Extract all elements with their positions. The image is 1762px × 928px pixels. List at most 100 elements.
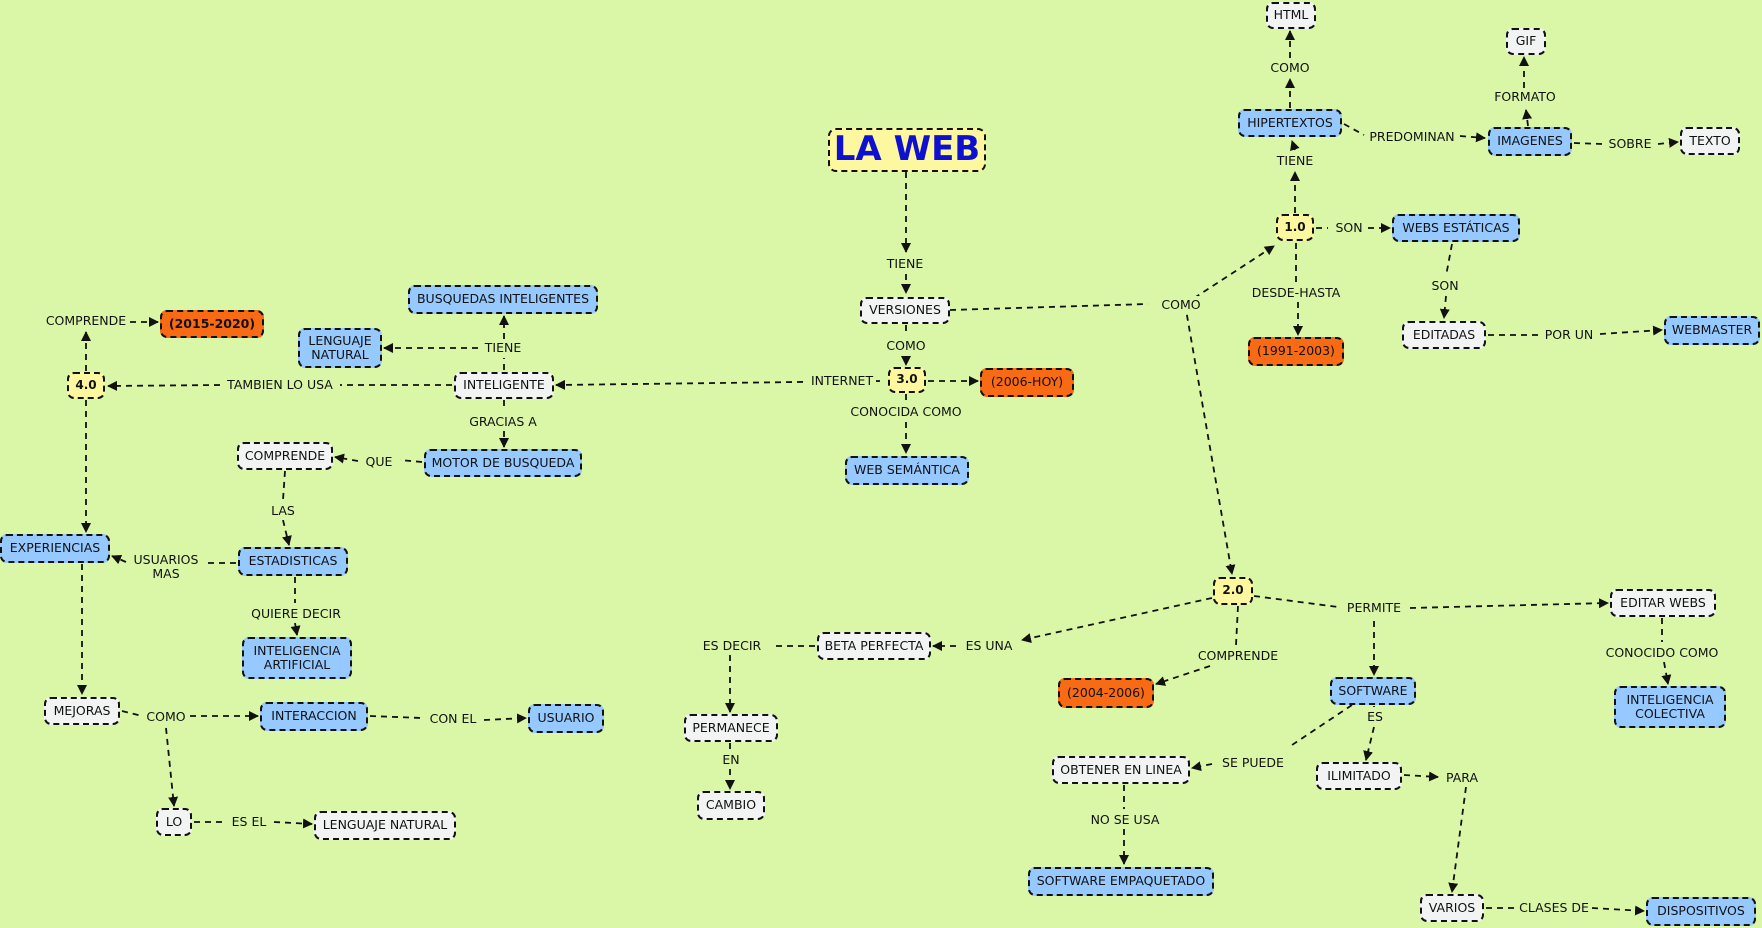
concept-editadas[interactable]: EDITADAS xyxy=(1402,321,1486,349)
label-por-un: POR UN xyxy=(1540,326,1598,344)
concept-dispositivos[interactable]: DISPOSITIVOS xyxy=(1646,897,1756,926)
connector-line xyxy=(1235,605,1239,646)
connector-line xyxy=(290,622,301,636)
connector-line xyxy=(1403,771,1439,782)
label-internet: INTERNET xyxy=(808,372,876,390)
label-son: SON xyxy=(1330,219,1368,237)
label-sobre: SOBRE xyxy=(1604,135,1656,153)
concept-lo[interactable]: LO xyxy=(156,808,192,836)
label-es-el: ES EL xyxy=(226,813,272,831)
connector-line xyxy=(1184,303,1236,575)
connector-line xyxy=(949,303,1149,311)
concept-obtener-en-linea[interactable]: OBTENER EN LINEA xyxy=(1052,756,1190,784)
connector-line xyxy=(399,459,423,463)
connector-line xyxy=(1522,109,1533,127)
concept-ilimitado[interactable]: ILIMITADO xyxy=(1316,762,1402,790)
concept-year-2015-2020[interactable]: (2015-2020) xyxy=(160,310,264,338)
concept-motor-de-busqueda[interactable]: MOTOR DE BUSQUEDA xyxy=(424,449,582,477)
concept-version-3-0[interactable]: 3.0 xyxy=(888,367,926,393)
concept-hipertextos[interactable]: HIPERTEXTOS xyxy=(1238,109,1342,137)
concept-webmaster[interactable]: WEBMASTER xyxy=(1664,316,1760,345)
label-como-html: COMO xyxy=(1268,59,1312,77)
connector-line xyxy=(1661,661,1672,685)
label-conocido-como: CONOCIDO COMO xyxy=(1600,644,1724,662)
concept-year-2006-hoy[interactable]: (2006-HOY) xyxy=(980,368,1074,397)
concept-software-empaquetado[interactable]: SOFTWARE EMPAQUETADO xyxy=(1028,867,1214,896)
label-en: EN xyxy=(716,751,746,769)
connector-line xyxy=(1021,597,1213,643)
concept-webs-estaticas[interactable]: WEBS ESTÁTICAS xyxy=(1392,214,1520,242)
concept-permanece[interactable]: PERMANECE xyxy=(684,714,778,742)
connector-line xyxy=(111,554,127,565)
concept-editar-webs[interactable]: EDITAR WEBS xyxy=(1610,589,1716,617)
concept-lenguaje-natural-box[interactable]: LENGUAJE NATURAL xyxy=(298,328,382,368)
label-como-versiones: COMO xyxy=(884,337,928,355)
concept-lenguaje-natural[interactable]: LENGUAJE NATURAL xyxy=(314,811,456,840)
label-es: ES xyxy=(1360,708,1390,726)
concept-mejoras[interactable]: MEJORAS xyxy=(44,697,120,725)
connector-line xyxy=(282,470,286,501)
connector-line xyxy=(273,818,313,829)
concept-software[interactable]: SOFTWARE xyxy=(1330,677,1416,705)
concept-web-semantica[interactable]: WEB SEMÁNTICA xyxy=(845,456,969,485)
concept-varios[interactable]: VARIOS xyxy=(1420,894,1484,922)
label-las: LAS xyxy=(266,502,300,520)
concept-imagenes[interactable]: IMAGENES xyxy=(1488,127,1572,156)
connector-line xyxy=(1448,786,1467,893)
concept-version-2-0[interactable]: 2.0 xyxy=(1213,577,1253,605)
concept-estadisticas[interactable]: ESTADISTICAS xyxy=(238,547,348,576)
connector-line xyxy=(1343,123,1365,136)
label-son-2: SON xyxy=(1426,277,1464,295)
title-la-web[interactable]: LA WEB xyxy=(828,128,986,172)
label-desde-hasta: DESDE-HASTA xyxy=(1248,284,1344,302)
concept-busquedas-inteligentes[interactable]: BUSQUEDAS INTELIGENTES xyxy=(408,285,598,314)
label-tiene-1: TIENE xyxy=(1270,152,1320,170)
concept-html[interactable]: HTML xyxy=(1266,2,1316,29)
label-comprende-4: COMPRENDE xyxy=(44,312,128,330)
concept-interaccion[interactable]: INTERACCION xyxy=(260,702,368,731)
concept-version-4-0[interactable]: 4.0 xyxy=(67,372,105,399)
concept-inteligencia-artificial[interactable]: INTELIGENCIA ARTIFICIAL xyxy=(242,637,352,679)
concept-cambio[interactable]: CAMBIO xyxy=(697,791,765,820)
concept-year-1991-2003[interactable]: (1991-2003) xyxy=(1248,337,1344,366)
label-conocida-como: CONOCIDA COMO xyxy=(848,403,964,421)
label-se-puede: SE PUEDE xyxy=(1214,754,1292,772)
connector-line xyxy=(1291,704,1353,746)
label-tiene: TIENE xyxy=(880,255,930,273)
label-tambien-lo-usa: TAMBIEN LO USA xyxy=(222,376,338,394)
concept-version-1-0[interactable]: 1.0 xyxy=(1276,214,1314,241)
connector-line xyxy=(1253,595,1339,608)
connector-line xyxy=(1191,761,1213,772)
label-para: PARA xyxy=(1440,769,1484,787)
concept-inteligente[interactable]: INTELIGENTE xyxy=(454,372,554,399)
concept-texto[interactable]: TEXTO xyxy=(1680,127,1740,155)
connector-line xyxy=(1657,137,1679,148)
label-usuarios-mas: USUARIOS MAS xyxy=(128,550,204,584)
connector-line xyxy=(107,380,221,391)
connector-line xyxy=(1363,726,1375,761)
label-quiere-decir: QUIERE DECIR xyxy=(248,605,344,623)
concept-usuario[interactable]: USUARIO xyxy=(528,704,604,733)
connector-line xyxy=(1599,325,1663,336)
label-es-decir: ES DECIR xyxy=(694,637,770,655)
concept-versiones[interactable]: VERSIONES xyxy=(860,297,950,324)
label-comprende-2: COMPRENDE xyxy=(1190,647,1286,665)
label-clases-de: CLASES DE xyxy=(1518,899,1590,917)
label-con-el: CON EL xyxy=(424,710,482,728)
label-como-main: COMO xyxy=(1158,296,1204,314)
label-es-una: ES UNA xyxy=(958,637,1020,655)
connector-line xyxy=(1155,665,1211,686)
concept-year-2004-2006[interactable]: (2004-2006) xyxy=(1058,678,1154,708)
connector-line xyxy=(369,715,423,719)
label-formato: FORMATO xyxy=(1492,88,1558,106)
label-predominan: PREDOMINAN xyxy=(1366,128,1458,146)
connector-line xyxy=(1573,142,1603,145)
concept-experiencias[interactable]: EXPERIENCIAS xyxy=(0,534,110,563)
concept-beta-perfecta[interactable]: BETA PERFECTA xyxy=(817,632,931,660)
connector-line xyxy=(121,710,143,717)
concept-gif[interactable]: GIF xyxy=(1506,28,1546,55)
concept-inteligencia-colectiva[interactable]: INTELIGENCIA COLECTIVA xyxy=(1614,686,1726,728)
concept-comprende[interactable]: COMPRENDE xyxy=(237,442,333,470)
connector-line xyxy=(1439,295,1450,319)
